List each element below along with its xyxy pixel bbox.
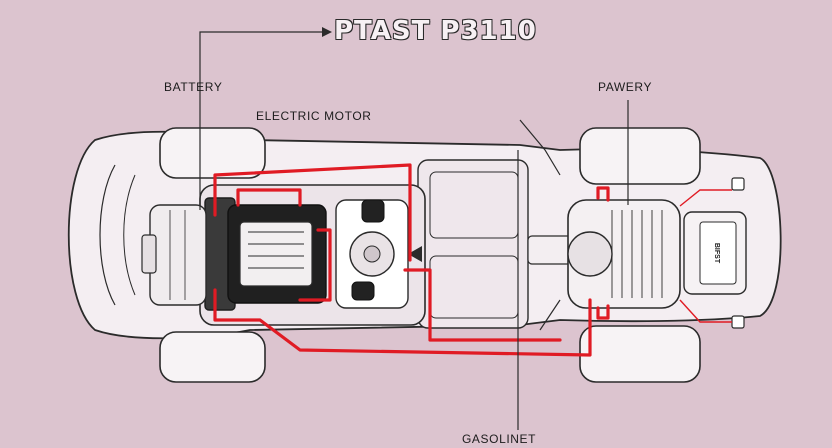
title-arrow-head [322,27,332,37]
battery-terminal [141,234,157,274]
hv-cable-engine-top [596,186,610,202]
pawery-label: PAWERY [598,80,653,94]
front-nose-line [99,164,116,306]
hv-cable-gear-link [403,268,562,342]
electric-motor-label: ELECTRIC MOTOR [256,109,372,123]
battery-pack-face [149,204,207,306]
hv-cable-front-loop [213,163,412,262]
cabin-floor [417,159,529,329]
windshield-line [519,119,561,176]
sensor-wire-bottom [679,299,732,323]
wheel-front-left [159,127,266,179]
callout-leaders [199,31,629,430]
rear-window-line [539,299,561,331]
gasoline-label: GASOLINET [462,432,537,446]
front-bumper-line [123,174,136,296]
wheel-rear-right [579,325,701,383]
hv-cable-engine-bottom [596,304,610,320]
sensor-connector-bottom [731,315,745,329]
engine-badge-text: BIFST [713,243,720,264]
coupling-cone [408,246,422,262]
engine-badge-plate [699,221,737,285]
wheel-front-right [159,331,266,383]
drive-shaft [527,235,573,265]
diagram-title: PTAST P3110 [334,16,537,46]
hv-cable-lower-run [213,288,592,357]
hv-cable-motor-top [236,188,302,207]
hv-cable-motor-side [298,228,332,302]
gear-hub [363,245,381,263]
gear-cap-top [361,199,385,223]
electric-motor-core [239,221,313,287]
sensor-wiring [679,189,732,323]
hv-cable-network [213,163,610,357]
battery-leader [199,31,322,210]
battery-label: BATTERY [164,80,223,94]
engine-flywheel [567,231,613,277]
sensor-connector-top [731,177,745,191]
sensor-wire-top [679,189,732,207]
gear-cap-bottom [351,281,375,301]
wheel-rear-left [579,127,701,185]
